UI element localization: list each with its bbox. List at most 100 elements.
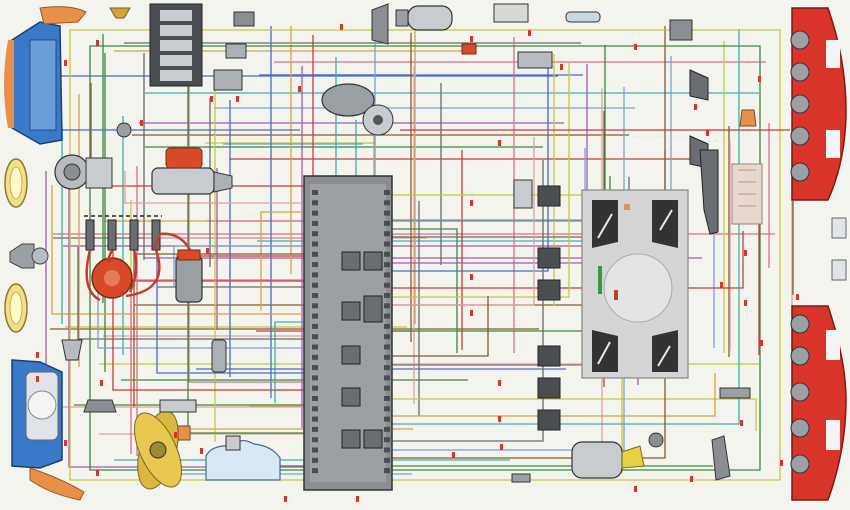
pump-outlet (621, 445, 645, 469)
terminal-marker (470, 36, 473, 42)
fuse (384, 437, 390, 443)
block-relay (363, 295, 383, 323)
bulb-sockets (790, 314, 810, 474)
fuse (384, 313, 390, 319)
warning-orange (624, 204, 630, 210)
sensor-icon (116, 122, 132, 138)
fuse (384, 303, 390, 309)
fuse (384, 457, 390, 463)
fuse (312, 406, 318, 412)
fuse (384, 416, 390, 422)
turn-signal-icon (29, 467, 85, 501)
wire (156, 236, 304, 374)
terminal-marker (64, 440, 67, 446)
connector-top-1 (371, 3, 389, 45)
ignition-distributor (85, 249, 161, 302)
relay-icon (565, 11, 601, 23)
switch-icon (213, 69, 243, 91)
fuse (312, 323, 318, 329)
instrument-cluster (581, 189, 689, 379)
fuse (384, 354, 390, 360)
relay-top-2 (493, 3, 529, 23)
gauge-temp (652, 200, 678, 248)
sensor-coolant (61, 339, 83, 361)
switch-icon (699, 149, 719, 235)
fan-icon (134, 410, 182, 490)
fuse (384, 282, 390, 288)
terminal-marker (760, 340, 763, 346)
sensor-icon (711, 435, 731, 481)
wire (392, 61, 570, 298)
fuse (384, 200, 390, 206)
fuse (384, 385, 390, 391)
terminal-marker (284, 496, 287, 502)
fuse (312, 344, 318, 350)
washer-reservoir (205, 435, 281, 481)
terminal-marker (470, 274, 473, 280)
lamp-inner (9, 166, 23, 200)
sensor-icon (109, 7, 131, 19)
sensor-bottom-2 (511, 473, 531, 483)
switch-panel-right (731, 163, 763, 225)
terminal-marker (470, 310, 473, 316)
sensor-right-1 (739, 109, 757, 127)
sensor-icon (83, 399, 117, 413)
relay-slot (160, 25, 192, 36)
fuse (312, 251, 318, 257)
horn-bell (31, 247, 49, 265)
alternator-body (85, 157, 113, 189)
speedometer (603, 253, 673, 323)
wire (89, 45, 761, 471)
wire (392, 64, 588, 366)
terminal-marker (36, 352, 39, 358)
terminal-marker (174, 432, 177, 438)
tail-lamp-lens (826, 130, 840, 158)
fuse (312, 262, 318, 268)
fuse (384, 365, 390, 371)
switch-icon (225, 43, 247, 59)
motor-icon (321, 83, 375, 117)
block-relay (363, 429, 383, 449)
fuse (312, 354, 318, 360)
relay-slot (160, 70, 192, 81)
wire (68, 173, 304, 468)
connector-right-1 (689, 69, 709, 101)
fuse (312, 416, 318, 422)
connector-icon (371, 3, 389, 45)
relay-top-4 (565, 11, 601, 23)
resistor-icon (461, 43, 477, 55)
handbrake-switch (699, 149, 719, 235)
relay-slot (160, 40, 192, 51)
fuse (312, 385, 318, 391)
coil-cap (177, 249, 201, 261)
switch-top-5 (669, 19, 693, 41)
ignition-coil (152, 232, 203, 303)
relay-column (513, 179, 561, 431)
wire (392, 61, 549, 272)
starter-solenoid (165, 147, 203, 169)
headlamp-front-left-lower (11, 359, 63, 469)
brake-fluid-sensor (83, 399, 117, 413)
fuse (384, 396, 390, 401)
relay-icon (537, 279, 561, 301)
fuse (384, 262, 390, 268)
wire (392, 137, 535, 306)
wire (392, 26, 666, 459)
fuse (312, 210, 318, 216)
wire (69, 29, 781, 481)
terminal-marker (634, 44, 637, 50)
wire (392, 296, 489, 357)
fuse (312, 282, 318, 288)
fuse (312, 190, 318, 195)
starter-icon (151, 167, 215, 195)
sensor-icon (739, 109, 757, 127)
fuse (312, 303, 318, 309)
terminal-marker (498, 416, 501, 422)
fuse (384, 251, 390, 257)
relay-icon (537, 377, 561, 399)
fuse-relay-block (303, 175, 393, 491)
fuse (312, 241, 318, 247)
alternator (54, 154, 113, 190)
